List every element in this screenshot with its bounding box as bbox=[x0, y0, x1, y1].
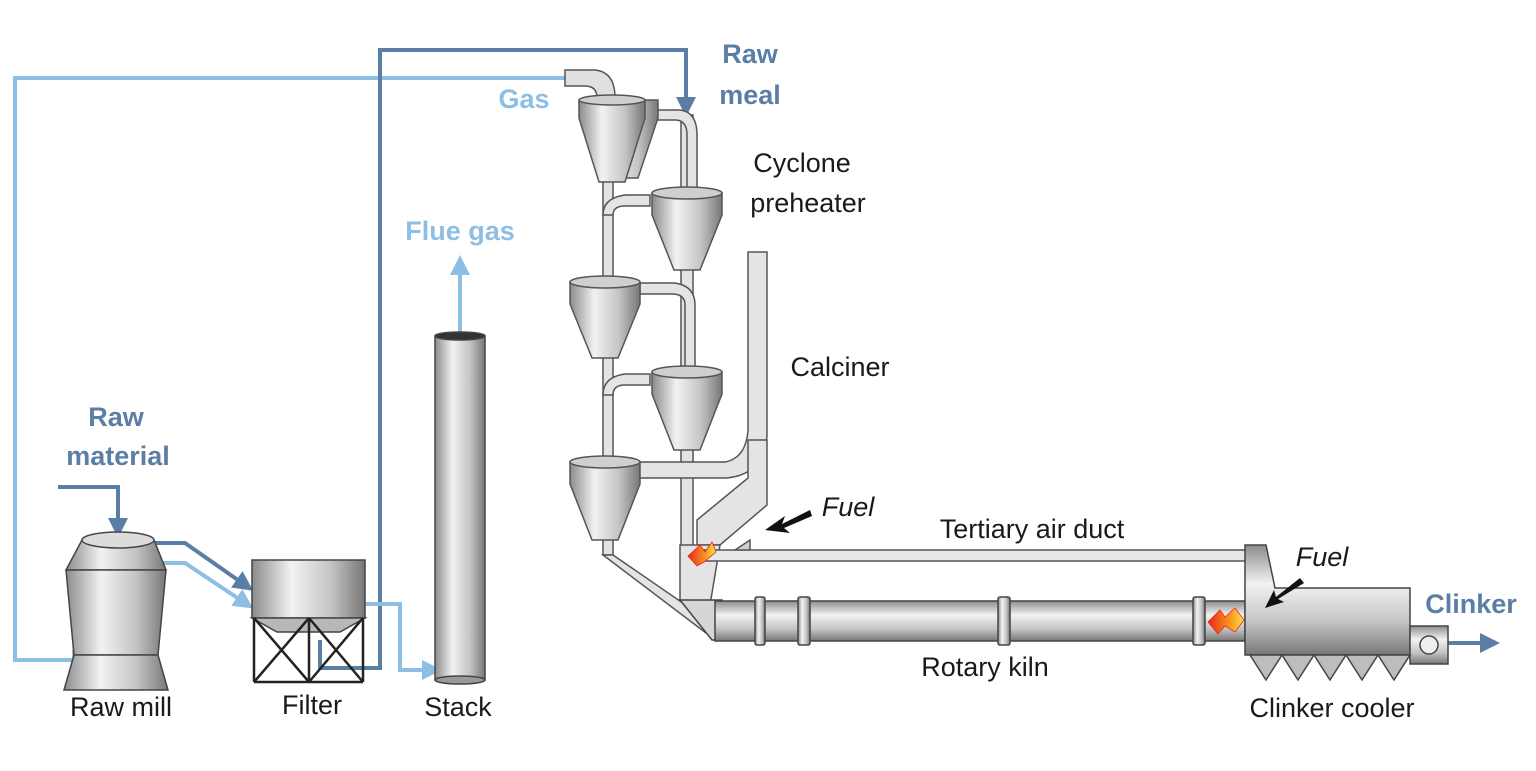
fuel-calciner-label: Fuel bbox=[822, 492, 876, 522]
fuel-kiln-label: Fuel bbox=[1296, 542, 1350, 572]
raw-material-line bbox=[58, 485, 128, 538]
raw-mill-label: Raw mill bbox=[70, 692, 172, 722]
stack bbox=[434, 331, 486, 685]
mill-to-filter-light bbox=[160, 561, 254, 609]
rotary-kiln-label: Rotary kiln bbox=[921, 652, 1049, 682]
raw-material-label-2: material bbox=[66, 441, 170, 471]
tertiary-air-duct-label: Tertiary air duct bbox=[940, 514, 1125, 544]
kiln-flame bbox=[1207, 607, 1245, 635]
cyclone-preheater bbox=[564, 69, 723, 606]
raw-meal-line bbox=[318, 48, 696, 670]
cyclone-preheater-label-1: Cyclone bbox=[753, 148, 851, 178]
clinker-label: Clinker bbox=[1425, 589, 1517, 619]
calciner-flame bbox=[687, 541, 717, 567]
filter-to-stack-line bbox=[365, 602, 442, 680]
raw-meal-label-1: Raw bbox=[722, 39, 779, 69]
raw-material-label-1: Raw bbox=[88, 402, 145, 432]
fuel-arrow-kiln-icon bbox=[1265, 578, 1304, 608]
clinker-cooler bbox=[1244, 544, 1449, 682]
clinker-cooler-label: Clinker cooler bbox=[1249, 693, 1414, 723]
raw-mill bbox=[63, 531, 169, 691]
rotary-kiln bbox=[678, 596, 1246, 646]
mill-to-filter-dark bbox=[155, 541, 254, 591]
cyclone-preheater-label-2: preheater bbox=[750, 188, 866, 218]
fuel-arrow-calciner-icon bbox=[765, 510, 812, 533]
flue-gas-label: Flue gas bbox=[405, 216, 515, 246]
raw-meal-label-2: meal bbox=[719, 80, 781, 110]
calciner-label: Calciner bbox=[790, 352, 889, 382]
filter bbox=[249, 559, 368, 684]
gas-return-line bbox=[13, 76, 575, 670]
gas-label: Gas bbox=[498, 84, 549, 114]
stack-label: Stack bbox=[424, 692, 492, 722]
filter-label: Filter bbox=[282, 690, 342, 720]
